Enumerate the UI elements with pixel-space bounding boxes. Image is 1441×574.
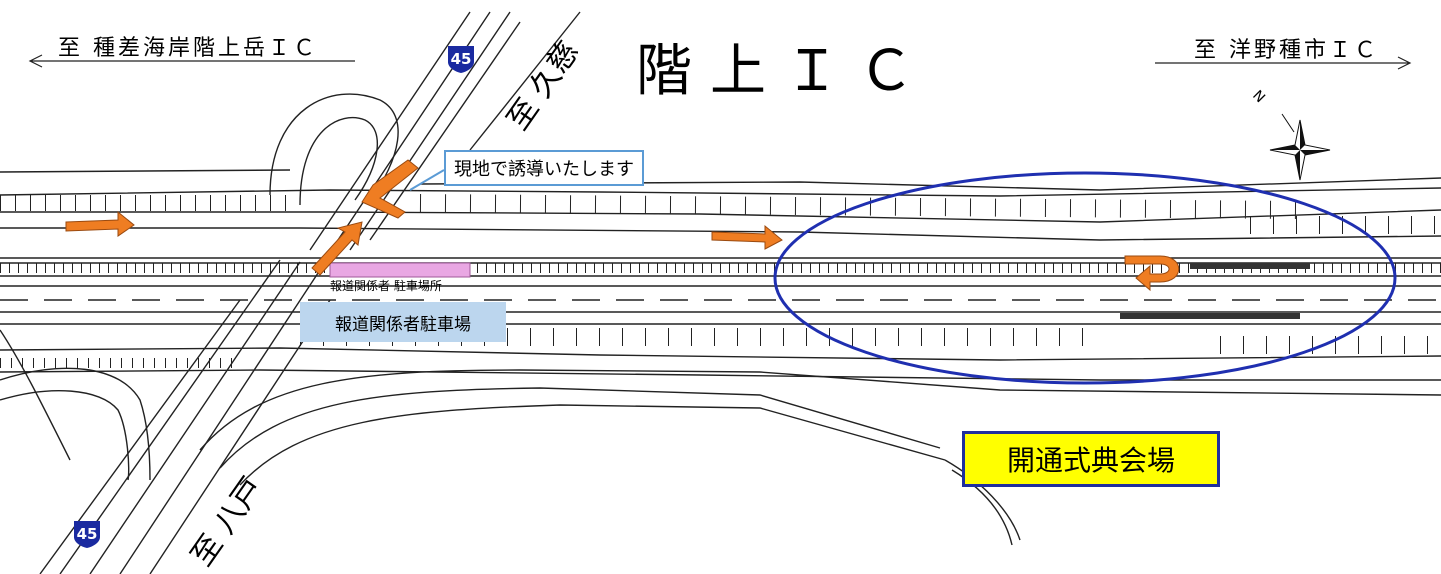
direction-west-label: 至 種差海岸階上岳ＩＣ (58, 36, 318, 61)
arrow-ramp-up (311, 221, 363, 276)
compass-rose-icon (1269, 113, 1331, 181)
arrow-east-1 (65, 210, 135, 237)
arrow-east-line (1155, 56, 1412, 70)
arrow-east-2 (711, 224, 783, 250)
direction-east-label: 至 洋野種市ＩＣ (1194, 38, 1379, 63)
arrow-ramp-left (361, 159, 419, 219)
parking-area (329, 262, 471, 278)
route-45-shield-icon: 45 (446, 44, 476, 74)
press-parking-label: 報道関係者駐車場 (300, 302, 506, 342)
arrow-uturn (1124, 255, 1180, 292)
parking-map-text: 報道関係者 駐車場所 (330, 279, 442, 293)
guidance-callout: 現地で誘導いたします (444, 150, 644, 186)
ceremony-venue-label: 開通式典会場 (962, 431, 1220, 487)
compass-north-label: N (1249, 88, 1268, 107)
route-45-shield-icon: 45 (72, 519, 102, 549)
arrow-west-line (28, 54, 355, 68)
page-title: 階上ＩＣ (636, 39, 932, 104)
highlight-ellipse (773, 171, 1397, 385)
